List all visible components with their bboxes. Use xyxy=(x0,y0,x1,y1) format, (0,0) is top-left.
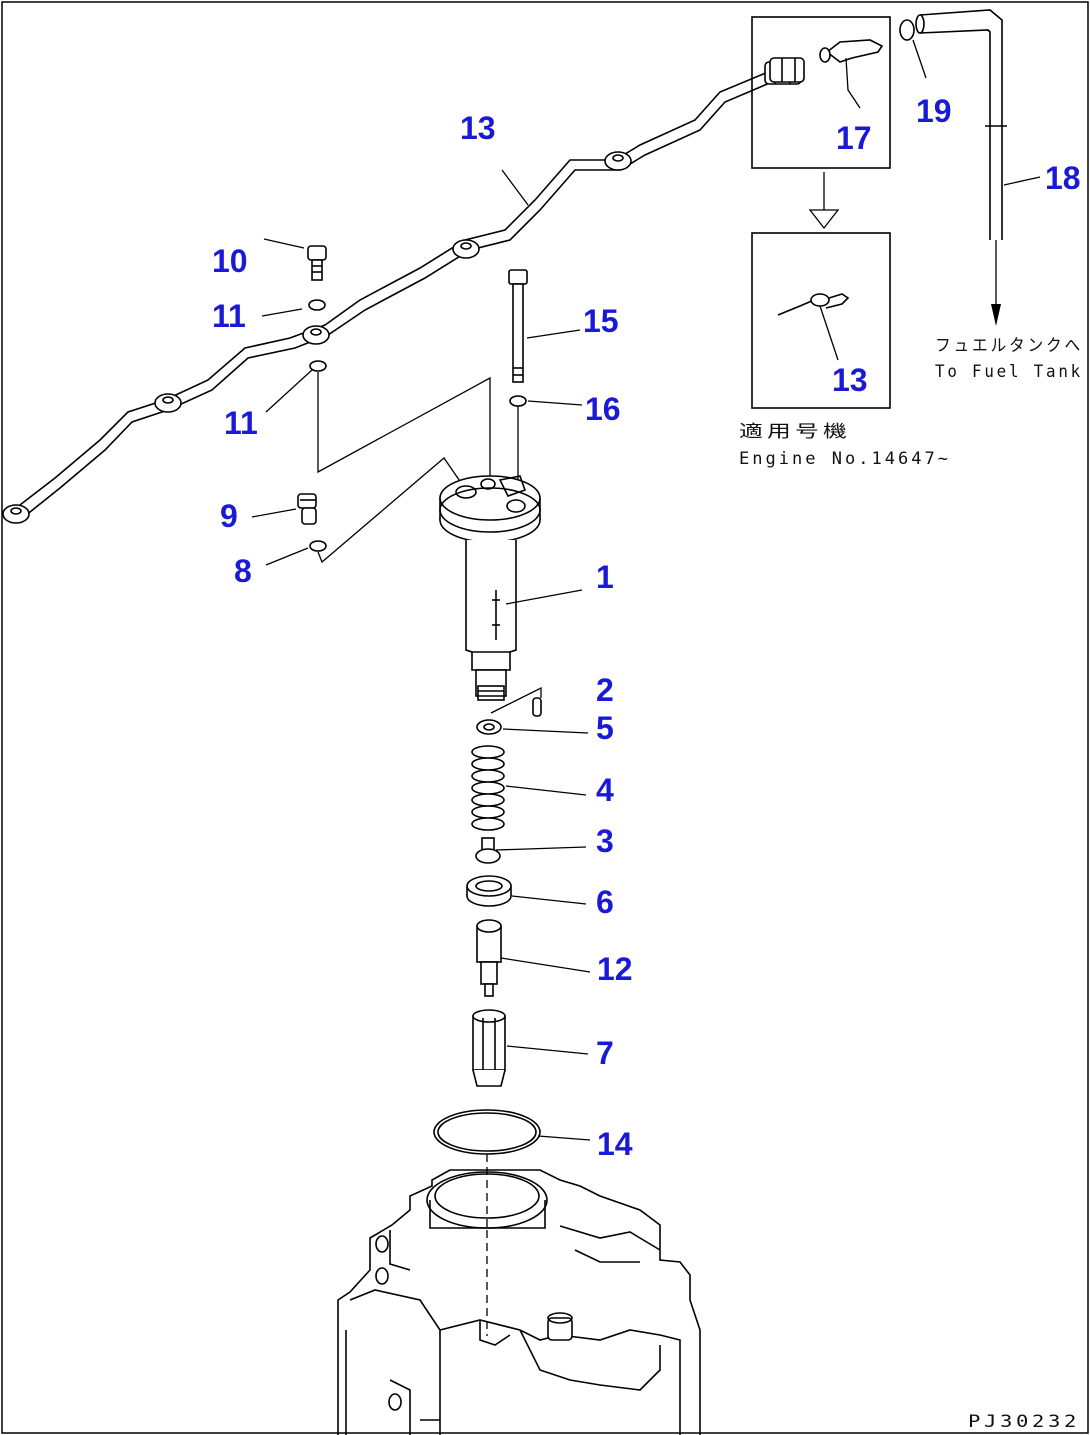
holder-bolt-15 xyxy=(508,269,528,383)
callout-6: 6 xyxy=(596,884,614,920)
check-valve-9 xyxy=(297,493,317,525)
callout-4: 4 xyxy=(596,772,614,808)
fuel-return-pipe xyxy=(2,61,802,524)
callout-13-inset: 13 xyxy=(832,362,868,398)
inset-box-17 xyxy=(751,16,891,169)
serial-note-en: Engine No.14647~ xyxy=(739,449,951,469)
callout-labels: 13 10 11 11 15 16 9 8 1 2 5 4 3 6 12 7 1… xyxy=(212,93,1081,1162)
callout-3: 3 xyxy=(596,823,614,859)
drawing-code: PJ30232 xyxy=(968,1412,1080,1432)
shim-5-hole xyxy=(483,723,495,731)
pipe-banjo-3 xyxy=(302,325,330,345)
callout-11-lower: 11 xyxy=(224,405,258,441)
spacer-6 xyxy=(466,875,512,907)
callout-2: 2 xyxy=(596,672,614,708)
pipe-banjo-1 xyxy=(2,504,30,524)
shim-5 xyxy=(476,719,502,735)
assembly-line-8 xyxy=(317,457,467,564)
cylinder-head xyxy=(337,1169,701,1435)
callout-13: 13 xyxy=(460,110,496,146)
pipe-banjo-4 xyxy=(452,239,480,259)
pin-2 xyxy=(490,686,542,717)
callout-12: 12 xyxy=(597,951,633,987)
washer-11-lower xyxy=(309,360,327,372)
washer-8 xyxy=(309,540,327,552)
callout-1: 1 xyxy=(596,559,614,595)
o-ring-14 xyxy=(433,1109,541,1155)
spring-seat-3 xyxy=(475,837,501,864)
pipe-banjo-2 xyxy=(154,393,182,413)
nozzle-12 xyxy=(476,919,502,997)
fuel-tank-note-en: To Fuel Tank xyxy=(935,362,1083,382)
injector-holder-1 xyxy=(439,475,541,701)
callout-10: 10 xyxy=(212,243,248,279)
callout-11-upper: 11 xyxy=(212,298,246,334)
washer-11-upper xyxy=(308,299,326,311)
banjo-bolt-10 xyxy=(307,245,327,281)
revision-arrow xyxy=(808,172,840,230)
serial-note-jp: 適用号機 xyxy=(739,422,851,442)
callout-5: 5 xyxy=(596,710,614,746)
callout-15: 15 xyxy=(583,303,619,339)
fuel-pipe-18 xyxy=(915,9,1007,326)
washer-19 xyxy=(899,19,915,41)
callout-9: 9 xyxy=(220,498,238,534)
callout-7: 7 xyxy=(596,1035,614,1071)
callout-16: 16 xyxy=(585,391,621,427)
o-ring-14-inner xyxy=(437,1112,537,1152)
fuel-tank-note-jp: フュエルタンクへ xyxy=(935,336,1083,356)
notes: フュエルタンクへ To Fuel Tank 適用号機 Engine No.146… xyxy=(739,336,1083,1432)
callout-8: 8 xyxy=(234,553,252,589)
spring-4 xyxy=(471,745,505,831)
callout-17: 17 xyxy=(836,120,872,156)
pipe-banjo-5 xyxy=(604,151,632,171)
callout-19: 19 xyxy=(916,93,952,129)
assembly-line-11 xyxy=(317,372,491,480)
retaining-nut-7 xyxy=(472,1009,506,1087)
inset-box-13 xyxy=(751,232,891,409)
callout-14: 14 xyxy=(597,1126,633,1162)
callout-18: 18 xyxy=(1045,160,1081,196)
washer-16 xyxy=(509,395,527,407)
leader-lines xyxy=(251,39,1041,1141)
